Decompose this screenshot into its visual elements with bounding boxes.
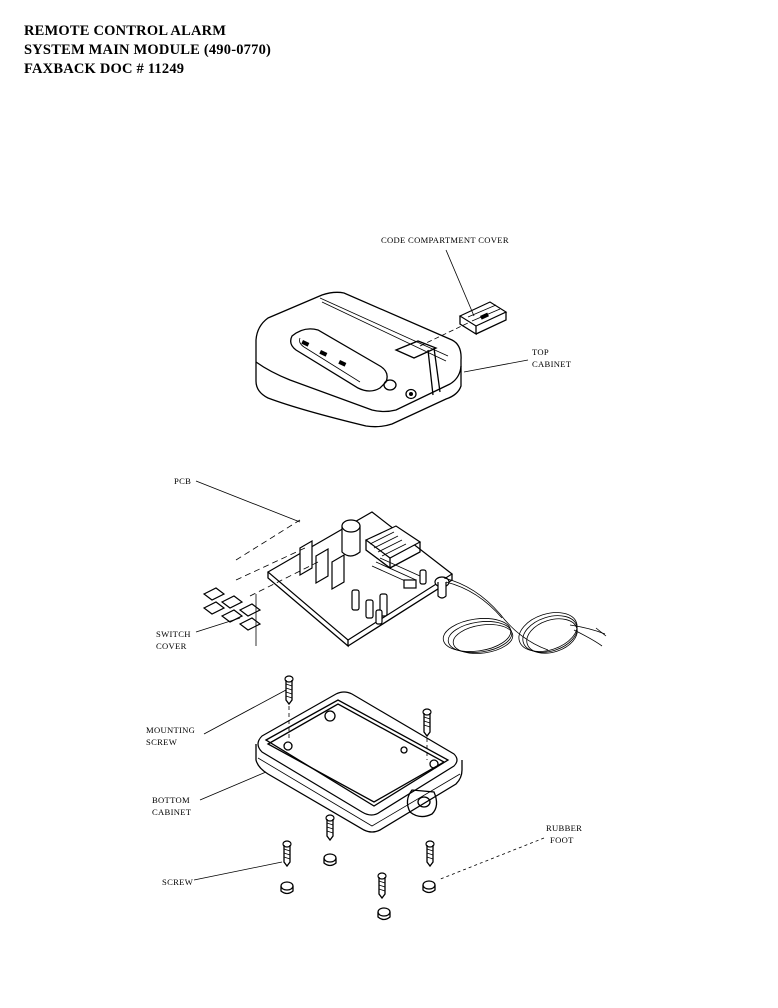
document-header: REMOTE CONTROL ALARM SYSTEM MAIN MODULE … xyxy=(24,22,271,79)
bottom-cabinet-leader xyxy=(199,771,267,801)
top-cabinet xyxy=(255,291,462,428)
mounting-screw-right xyxy=(422,708,432,738)
label-pcb: PCB xyxy=(174,476,191,486)
top-cabinet-leader xyxy=(463,359,529,373)
mounting-screw-leader xyxy=(203,689,287,735)
label-screw: SCREW xyxy=(162,877,194,887)
rubber-foot-1 xyxy=(323,853,337,867)
rubber-foot-3 xyxy=(422,880,436,894)
screw-1 xyxy=(325,814,335,842)
rubber-foot-2 xyxy=(280,881,294,895)
label-rubber-foot-1: RUBBER xyxy=(546,823,582,833)
pcb-board xyxy=(266,511,454,648)
wire-coil xyxy=(442,577,607,654)
label-bottom-cabinet-1: BOTTOM xyxy=(152,795,190,805)
title-line-1: REMOTE CONTROL ALARM xyxy=(24,23,227,39)
code-compartment-cover-part xyxy=(458,301,508,336)
pcb-alignment-lines xyxy=(235,519,319,597)
label-top-cabinet-2: CABINET xyxy=(532,359,572,369)
mounting-screw-guides xyxy=(288,706,428,760)
label-code-compartment-cover: CODE COMPARTMENT COVER xyxy=(381,235,509,245)
switch-cover-part xyxy=(202,587,262,646)
screw-3 xyxy=(425,840,435,868)
label-mounting-screw-1: MOUNTING xyxy=(146,725,195,735)
cover-alignment-line xyxy=(419,321,471,347)
label-bottom-cabinet-2: CABINET xyxy=(152,807,192,817)
bottom-cabinet xyxy=(255,691,463,833)
label-switch-cover-2: COVER xyxy=(156,641,187,651)
rubber-foot-4 xyxy=(377,907,391,921)
mounting-screw-left xyxy=(284,675,294,706)
label-top-cabinet-1: TOP xyxy=(532,347,549,357)
screw-2 xyxy=(282,840,292,868)
code-cover-leader xyxy=(445,249,475,317)
label-rubber-foot-2: FOOT xyxy=(550,835,574,845)
pcb-leader xyxy=(195,480,301,523)
switch-cover-leader xyxy=(195,617,241,633)
rubber-foot-leader xyxy=(437,837,545,881)
label-mounting-screw-2: SCREW xyxy=(146,737,178,747)
screw-4 xyxy=(377,872,387,900)
title-line-2: SYSTEM MAIN MODULE (490-0770) xyxy=(24,42,272,58)
title-line-3: FAXBACK DOC # 11249 xyxy=(24,61,185,77)
screw-leader xyxy=(193,861,283,881)
label-switch-cover-1: SWITCH xyxy=(156,629,191,639)
